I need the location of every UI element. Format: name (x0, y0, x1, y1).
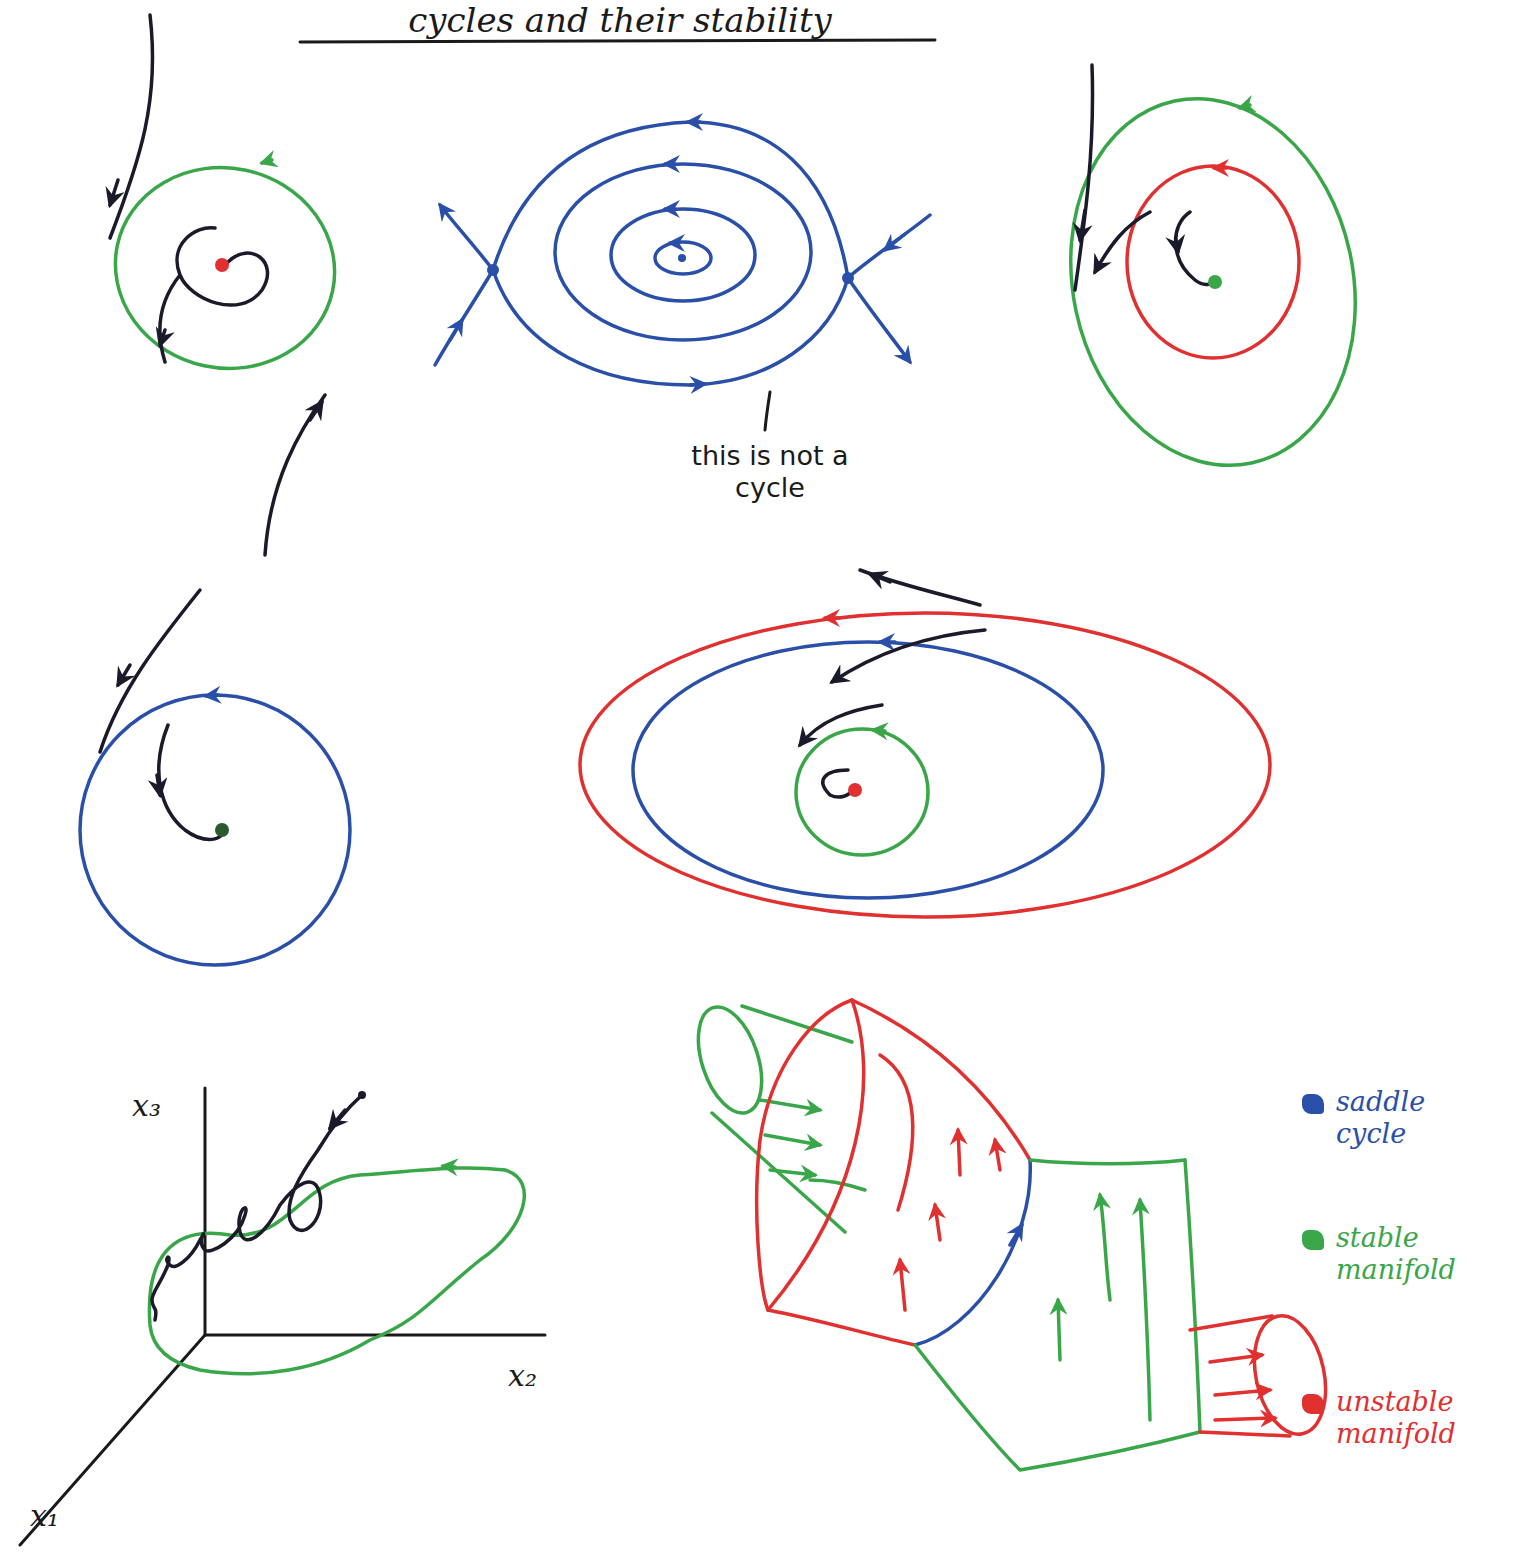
legend-entry: stable manifold (1302, 1222, 1496, 1287)
legend-text: unstable manifold (1336, 1386, 1496, 1451)
annotation-note: this is not a cycle (680, 440, 860, 505)
legend-swatch (1302, 1394, 1324, 1414)
axis-label: x₃ (132, 1088, 161, 1123)
legend-text: stable manifold (1336, 1222, 1496, 1287)
legend-swatch (1302, 1094, 1324, 1114)
axis-label: x₂ (508, 1358, 537, 1393)
diagram-title: cycles and their stability (290, 0, 950, 40)
legend-swatch (1302, 1230, 1324, 1250)
legend-entry: unstable manifold (1302, 1386, 1496, 1451)
legend-text: saddle cycle (1336, 1086, 1496, 1151)
legend-entry: saddle cycle (1302, 1086, 1496, 1151)
axis-label: x₁ (30, 1498, 59, 1533)
